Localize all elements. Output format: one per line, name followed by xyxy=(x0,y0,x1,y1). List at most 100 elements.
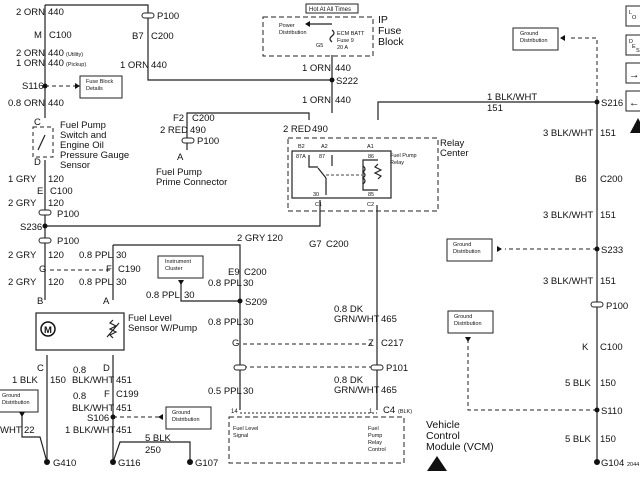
circuit-number: 120 xyxy=(267,233,283,244)
vcm-relay-control-label-3: Relay xyxy=(368,440,382,446)
ip-fuse-block-title: IP xyxy=(378,14,388,26)
wires xyxy=(21,4,598,463)
ground-distribution-label[interactable]: Ground xyxy=(172,410,190,416)
connector-id: C100 xyxy=(600,342,623,353)
description-button-label-2[interactable]: E xyxy=(632,44,636,50)
wire-color: 2 GRY xyxy=(8,198,37,209)
passthrough-label: P100 xyxy=(197,136,219,147)
ground-distribution-label[interactable]: Ground xyxy=(2,393,20,399)
wire-note: (Utility) xyxy=(66,52,83,58)
ground-g107 xyxy=(187,459,193,465)
splice-s106 xyxy=(110,414,116,420)
ground-distribution-label[interactable]: Ground xyxy=(454,314,472,320)
ground-distribution-top[interactable]: Ground Distribution xyxy=(512,27,565,51)
wire-color-2: BLK/WHT xyxy=(72,403,114,414)
wire-color: 1 ORN xyxy=(120,60,149,71)
circuit-number: 30 xyxy=(243,317,254,328)
vcm-connector-c4: C4 xyxy=(383,405,395,416)
pin-c: C xyxy=(34,117,41,128)
ground-g116 xyxy=(110,459,116,465)
previous-button[interactable] xyxy=(625,90,640,112)
passthrough-icon xyxy=(233,364,247,371)
wire-top-bus xyxy=(45,4,332,81)
circuit-number: 465 xyxy=(381,314,397,325)
splice-label: S209 xyxy=(245,297,267,308)
ground-distribution-s233[interactable]: Ground Distribution xyxy=(446,238,502,262)
ground-distribution-label-2[interactable]: Distribution xyxy=(520,38,548,44)
ground-distribution-label-2[interactable]: Distribution xyxy=(453,249,481,255)
splice-label: S233 xyxy=(601,245,623,256)
description-button[interactable] xyxy=(625,34,640,56)
wire-color: 3 BLK/WHT xyxy=(543,210,593,221)
ground-label: G116 xyxy=(118,458,141,469)
instrument-cluster-box[interactable] xyxy=(157,255,204,279)
relay-resistor-icon xyxy=(373,163,383,180)
location-button[interactable] xyxy=(625,5,640,27)
wire-color: 3 BLK/WHT xyxy=(543,276,593,287)
connector-id: C200 xyxy=(192,113,215,124)
previous-arrow-icon[interactable]: ← xyxy=(629,97,640,109)
ground-distribution-label[interactable]: Ground xyxy=(520,31,538,37)
connector-id: C199 xyxy=(116,389,139,400)
fuel-pump-switch-label: Fuel Pump xyxy=(60,120,106,131)
vcm-label: Vehicle xyxy=(426,419,460,431)
next-arrow-icon[interactable]: → xyxy=(629,69,640,81)
splice-s236 xyxy=(42,223,48,229)
vcm-connector-color: (BLK) xyxy=(398,409,412,415)
ground-distribution-box[interactable] xyxy=(165,406,212,430)
fuel-pump-switch-label-3: Engine Oil xyxy=(60,140,104,151)
fuse-icon xyxy=(329,29,335,43)
wire-color: 2 RED xyxy=(283,124,311,135)
fuse-block-details-label[interactable]: Fuse Block xyxy=(86,79,113,85)
description-button-label[interactable]: D xyxy=(629,39,633,45)
pin-d: D xyxy=(34,157,41,168)
wire-color: 1 BLK xyxy=(12,375,39,386)
passthrough-icon xyxy=(370,364,384,371)
location-button-label-2[interactable]: O xyxy=(632,15,637,21)
ground-distribution-s110[interactable]: Ground Distribution xyxy=(447,310,494,342)
wire-red-490 xyxy=(186,112,310,120)
ground-distribution-g410[interactable]: Ground Distribution xyxy=(0,389,39,417)
description-button-label-3[interactable]: S xyxy=(636,48,640,54)
pin-a-sensor: A xyxy=(103,296,110,307)
wire-color: WHT xyxy=(0,425,22,436)
ground-distribution-s106[interactable]: Ground Distribution xyxy=(158,406,212,430)
esd-warning-icon[interactable] xyxy=(630,118,640,133)
wire-color: 2 ORN xyxy=(16,48,45,59)
ground-distribution-label-2[interactable]: Distribution xyxy=(172,417,200,423)
passthrough-label: P100 xyxy=(157,11,179,22)
ground-distribution-box[interactable] xyxy=(446,238,493,262)
wire-blk-250 xyxy=(112,441,191,463)
circuit-number: 151 xyxy=(487,103,503,114)
wire-color: 0.5 PPL xyxy=(208,386,242,397)
ground-distribution-box[interactable] xyxy=(0,389,39,413)
next-button[interactable] xyxy=(625,62,640,84)
wire-color: 0.8 xyxy=(73,365,86,376)
ground-distribution-box[interactable] xyxy=(512,27,559,51)
circuit-number: 30 xyxy=(116,277,127,288)
wire-color: 1 ORN xyxy=(302,63,331,74)
vcm-label-3: Module (VCM) xyxy=(426,441,494,453)
ground-distribution-label-2[interactable]: Distribution xyxy=(454,321,482,327)
instrument-cluster-label-2[interactable]: Cluster xyxy=(165,266,183,272)
node-labels: P100 P100 P100 P100 P100 P101 S116 S222 … xyxy=(20,11,639,469)
passthrough-icon xyxy=(38,209,52,216)
fuel-pump-relay-box xyxy=(291,150,392,199)
passthrough-label: P100 xyxy=(606,301,628,312)
vcm-pin-14: 14 xyxy=(231,409,238,415)
ground-distribution-label-2[interactable]: Distribution xyxy=(2,400,30,406)
passthrough-label: P100 xyxy=(57,209,79,220)
splice-s116 xyxy=(42,83,48,89)
fuse-block-details-box[interactable] xyxy=(79,75,123,99)
location-button-label[interactable]: L xyxy=(629,10,632,16)
instrument-cluster-label[interactable]: Instrument xyxy=(165,259,191,265)
circuit-number: 451 xyxy=(116,403,132,414)
ground-distribution-label[interactable]: Ground xyxy=(453,242,471,248)
fuel-pump-switch-label-4: Pressure Gauge xyxy=(60,150,129,161)
ground-distribution-box[interactable] xyxy=(447,310,494,334)
fuse-pin-g5: G5 xyxy=(316,43,323,49)
fuse-block-details-label-2[interactable]: Details xyxy=(86,86,103,92)
connector-pin: F2 xyxy=(173,113,184,124)
circuit-number: 22 xyxy=(24,425,35,436)
splice-label: S116 xyxy=(22,81,43,92)
